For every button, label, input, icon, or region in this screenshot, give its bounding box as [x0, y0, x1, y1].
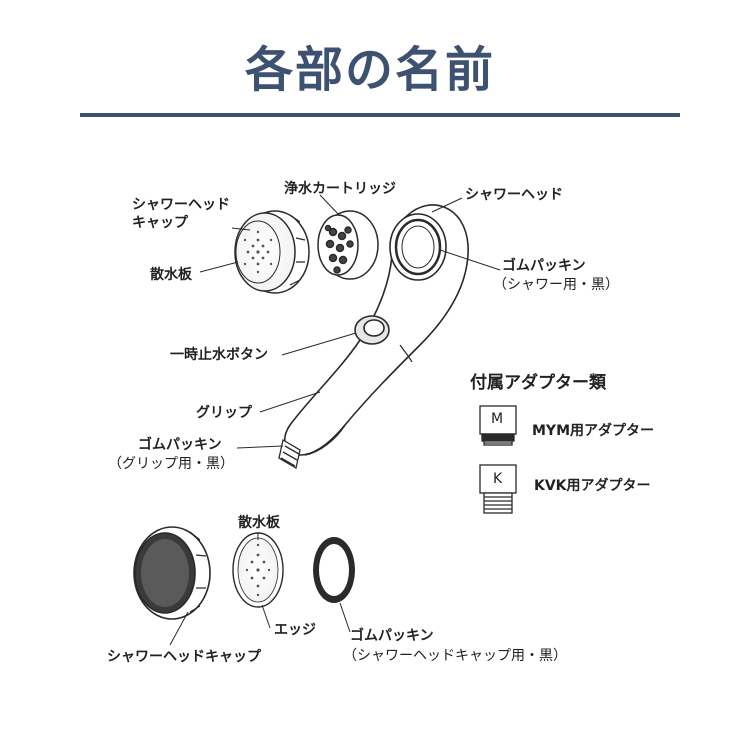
- label-showerhead-cap-line1: シャワーヘッド: [132, 197, 230, 213]
- label-rubber-packing-shower-line2: （シャワー用・黒）: [493, 277, 619, 293]
- leader-lines-top: [199, 194, 501, 449]
- page-title: 各部の名前: [244, 42, 495, 98]
- leader-lines-bottom: [169, 533, 351, 646]
- filter-cartridge-illustration: [317, 210, 379, 280]
- adapters-heading: 付属アダプター類: [470, 373, 606, 393]
- rubber-packing-cap-illustration: [313, 537, 355, 603]
- adapter-kvk-letter: K: [493, 471, 503, 487]
- label-rubber-packing-grip-line1: ゴムパッキン: [138, 437, 222, 453]
- label-rubber-packing-shower-line1: ゴムパッキン: [502, 258, 586, 274]
- label-showerhead-cap-bottom: シャワーヘッドキャップ: [107, 649, 261, 665]
- showerhead-cap-top-illustration: [234, 210, 310, 294]
- pause-button-illustration: [354, 315, 390, 345]
- label-shower-head: シャワーヘッド: [465, 187, 563, 203]
- title-underline: [80, 113, 680, 117]
- label-pause-button: 一時止水ボタン: [170, 347, 268, 363]
- spray-plate-top-dots: [243, 230, 273, 274]
- showerhead-cap-bottom-illustration: [133, 526, 211, 620]
- adapter-mym-letter: M: [491, 411, 504, 427]
- label-filter-cartridge: 浄水カートリッジ: [284, 181, 396, 197]
- label-showerhead-cap-line2: キャップ: [132, 215, 188, 231]
- label-edge: エッジ: [274, 622, 316, 638]
- label-grip: グリップ: [196, 405, 252, 421]
- label-rubber-packing-cap-line2: （シャワーヘッドキャップ用・黒）: [343, 648, 567, 664]
- kvk-adapter-illustration: [479, 464, 517, 514]
- spray-plate-bottom-dots: [245, 543, 271, 597]
- label-rubber-packing-cap-line1: ゴムパッキン: [350, 628, 434, 644]
- mym-adapter-illustration: [479, 405, 517, 446]
- label-spray-plate-top: 散水板: [150, 267, 192, 283]
- label-spray-plate-bottom: 散水板: [238, 515, 280, 531]
- label-rubber-packing-grip-line2: （グリップ用・黒）: [108, 456, 234, 472]
- adapter-mym-label: MYM用アダプター: [532, 423, 655, 439]
- adapter-kvk-label: KVK用アダプター: [534, 478, 651, 494]
- grip-thread-illustration: [278, 438, 301, 470]
